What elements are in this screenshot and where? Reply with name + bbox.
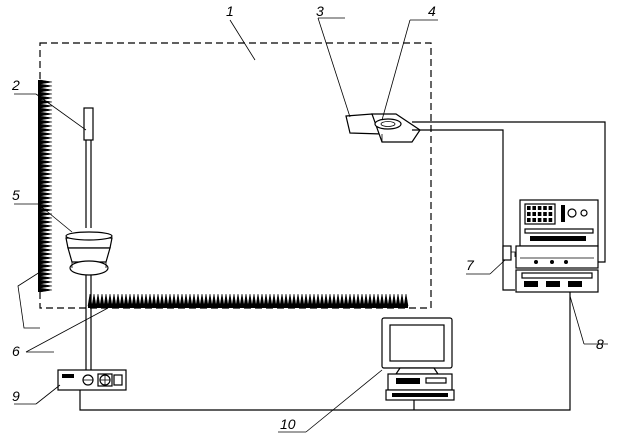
analyzer-key: [548, 206, 553, 210]
analyzer-key: [543, 218, 547, 222]
leader-lines: [14, 17, 608, 433]
analyzer-key: [537, 218, 542, 222]
analyzer-key: [543, 206, 547, 210]
label-9: 9: [12, 388, 20, 404]
instrument-rack: [515, 199, 599, 293]
absorber-left-spikes: [39, 79, 53, 293]
absorber-bottom-base: [88, 305, 408, 308]
label-1: 1: [226, 3, 234, 19]
absorber-bottom-spikes: [87, 293, 409, 307]
label-2: 2: [11, 77, 20, 93]
label-4: 4: [428, 3, 436, 19]
analyzer-key: [537, 212, 542, 216]
computer: [381, 317, 455, 401]
label-5: 5: [12, 187, 20, 203]
absorber-left-base: [38, 80, 41, 292]
label-6: 6: [12, 343, 20, 359]
measuring-antenna: [345, 113, 421, 143]
analyzer-key: [532, 212, 536, 216]
cables: [79, 121, 606, 411]
label-7: 7: [466, 257, 475, 273]
label-10: 10: [280, 416, 296, 432]
analyzer-key: [543, 212, 547, 216]
absorber-bottom: [87, 293, 409, 308]
analyzer-key: [527, 206, 531, 210]
turntable-positioner: [65, 231, 113, 372]
analyzer-key: [527, 218, 531, 222]
analyzer-key: [532, 206, 536, 210]
label-3: 3: [316, 3, 324, 19]
analyzer-key: [527, 212, 531, 216]
analyzer-key: [532, 218, 536, 222]
analyzer-key: [537, 206, 542, 210]
coupler: [502, 245, 512, 261]
positioner-controller: [57, 369, 127, 391]
analyzer-key: [548, 218, 553, 222]
antenna-mast: [83, 107, 94, 228]
analyzer-key: [548, 212, 553, 216]
absorber-left: [38, 79, 53, 293]
label-8: 8: [596, 336, 604, 352]
